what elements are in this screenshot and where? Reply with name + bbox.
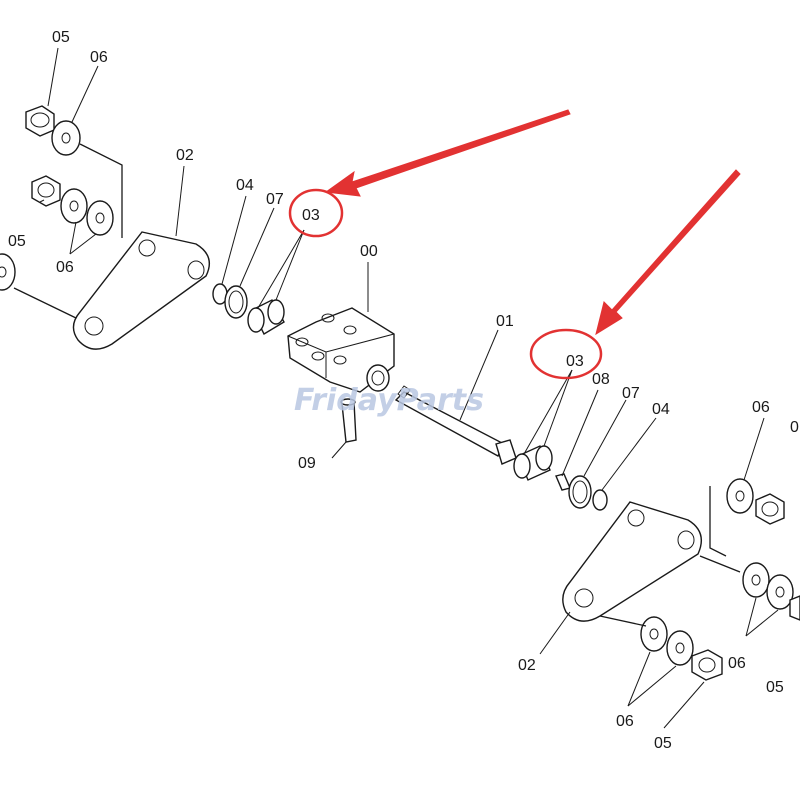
washer-part-edge-left: [0, 253, 16, 291]
highlight-arrow-right: [595, 169, 741, 336]
hex-nut-part-05-top: [25, 105, 55, 137]
label-02-right: 02: [518, 657, 536, 674]
label-06-left-mid: 06: [56, 259, 74, 276]
label-05-left-mid: 05: [8, 233, 26, 250]
bracket-part-02-left: [72, 231, 210, 350]
label-00-center: 00: [360, 243, 378, 260]
washer-part-06-right-bottom-b: [666, 630, 694, 666]
label-right-edge-cut: 0: [790, 419, 799, 436]
valve-body-part-00: [287, 307, 395, 393]
label-03-left: 03: [302, 207, 320, 224]
label-07-left: 07: [266, 191, 284, 208]
label-04-left: 04: [236, 177, 254, 194]
highlight-annotations: [288, 109, 741, 380]
guide-line-left-edge: [13, 287, 77, 319]
label-07-right: 07: [622, 385, 640, 402]
bushing-part-03-left: [247, 299, 285, 335]
label-05-right-edge: 05: [766, 679, 784, 696]
hex-nut-part-05-right-edge: [789, 595, 800, 621]
washer-part-06-mid-a: [60, 188, 88, 224]
highlight-circle-03-left: [288, 188, 344, 238]
bolt-part-09: [340, 398, 357, 443]
label-04-right: 04: [652, 401, 670, 418]
label-08-right: 08: [592, 371, 610, 388]
guide-line-right-mid: [699, 555, 741, 573]
watermark-text: FridayParts: [294, 383, 484, 418]
washer-part-06-right-top: [726, 478, 754, 514]
washer-part-06-right-mid-b: [766, 574, 794, 610]
highlight-arrow-left: [324, 109, 571, 197]
bushing-part-03-right: [513, 445, 553, 481]
highlight-circle-03-right: [529, 328, 603, 380]
label-02-left: 02: [176, 147, 194, 164]
washer-part-06-right-mid-a: [742, 562, 770, 598]
label-05-right-bottom: 05: [654, 735, 672, 752]
label-06-right-top: 06: [752, 399, 770, 416]
label-03-right: 03: [566, 353, 584, 370]
hex-nut-part-05-mid: [31, 175, 61, 207]
fitting-part-08: [555, 473, 571, 491]
label-01-center: 01: [496, 313, 514, 330]
washer-part-06-top: [51, 120, 81, 156]
hex-nut-right-top: [755, 493, 785, 525]
leader-lines: [39, 47, 779, 729]
ring-part-07-left: [224, 285, 248, 319]
label-06-right-mid: 06: [728, 655, 746, 672]
label-06-right-bottom: 06: [616, 713, 634, 730]
shaft-part-01: [394, 385, 517, 465]
part-labels: 05 06 02 05 06 04 07 03 00 01 09 03 08 0…: [8, 29, 799, 752]
o-ring-part-04-right: [592, 489, 608, 511]
label-05-left-top: 05: [52, 29, 70, 46]
label-06-left-top: 06: [90, 49, 108, 66]
label-09-center: 09: [298, 455, 316, 472]
guide-line-right-bottom: [599, 615, 647, 627]
washer-part-06-mid-b: [86, 200, 114, 236]
bracket-part-02-right: [562, 501, 702, 622]
ring-part-07-right: [568, 475, 592, 509]
washer-part-06-right-bottom-a: [640, 616, 668, 652]
guide-line-right-top: [709, 486, 727, 557]
guide-line-left-top: [79, 143, 123, 238]
hex-nut-part-05-right-bottom: [691, 649, 723, 681]
